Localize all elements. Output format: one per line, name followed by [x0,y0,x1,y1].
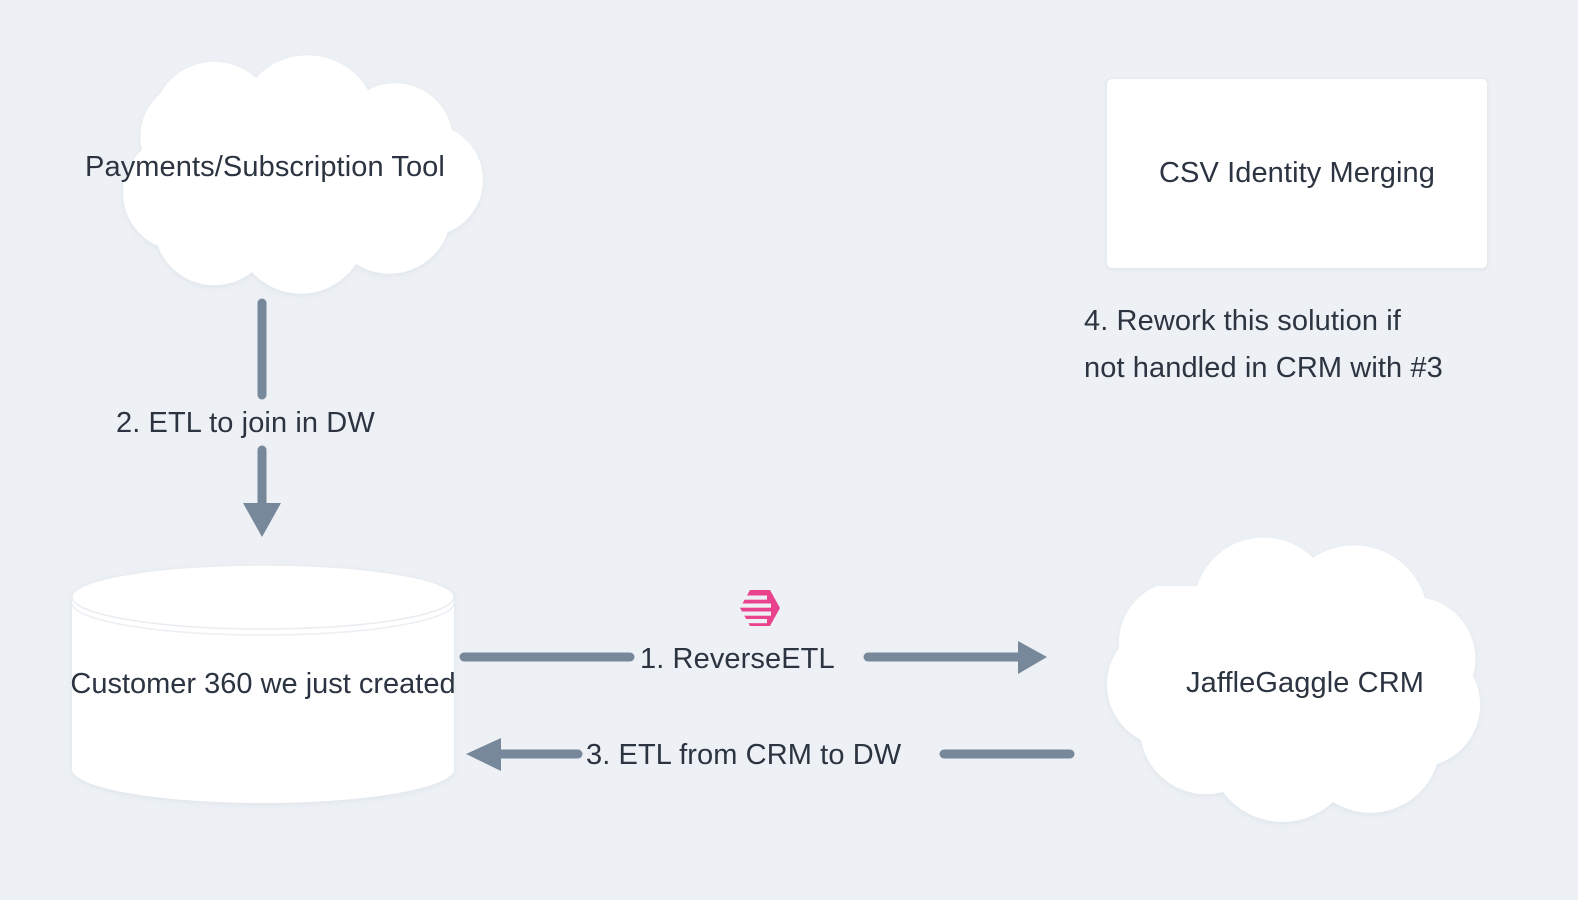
cloud-shape [1106,537,1481,822]
edge-label-reverse-etl: 1. ReverseETL [640,643,835,675]
edge-label-etl-crm-to-dw: 3. ETL from CRM to DW [586,739,902,771]
node-jafflegaggle-crm[interactable]: JaffleGaggle CRM [1055,518,1555,848]
node-csv-identity-merging[interactable]: CSV Identity Merging [1106,78,1488,269]
annotation-rework-note: 4. Rework this solution if not handled i… [1084,305,1443,384]
cloud-shape [123,55,483,294]
edge-label-etl-join-dw: 2. ETL to join in DW [116,407,375,439]
node-payments-subscription-tool[interactable]: Payments/Subscription Tool [10,52,520,294]
node-label-csv: CSV Identity Merging [1158,157,1435,190]
dbt-logo-icon [737,588,783,628]
node-customer-360-warehouse[interactable]: Customer 360 we just created [70,563,456,803]
cylinder-shape [71,564,455,803]
